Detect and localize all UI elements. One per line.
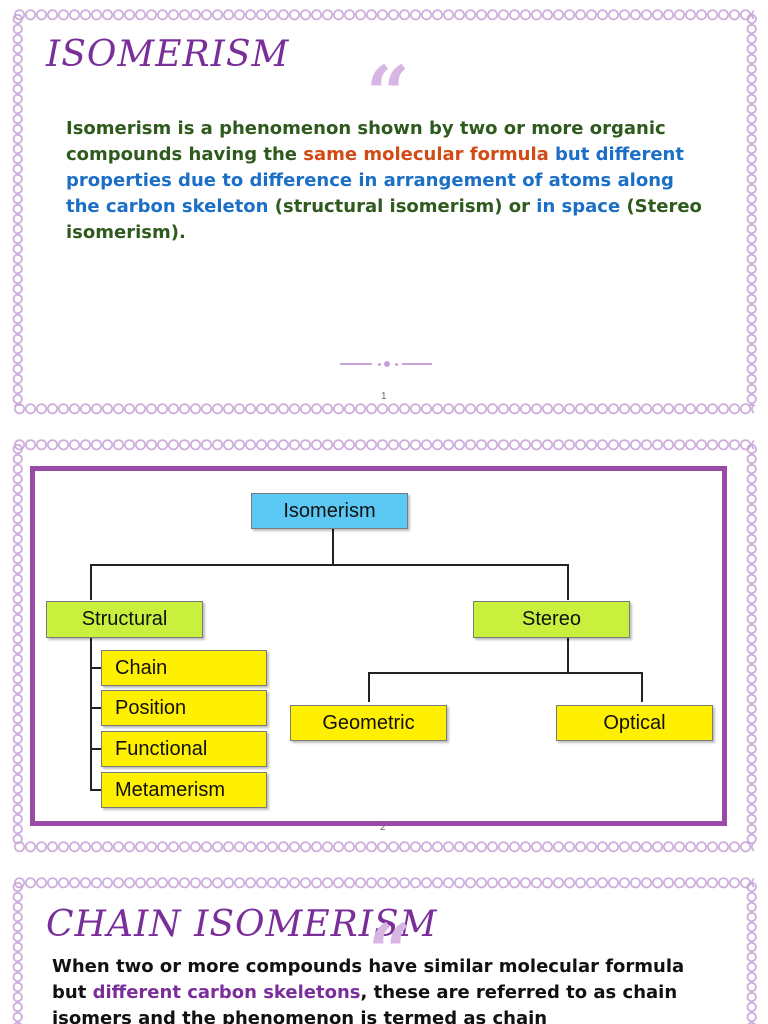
slide-1: ISOMERISM “ Isomerism is a phenomenon sh…	[0, 0, 768, 420]
curly-border-right	[744, 882, 758, 1024]
definition-text: Isomerism is a phenomenon shown by two o…	[66, 118, 666, 165]
connector	[90, 637, 92, 790]
node-stereo: Stereo	[473, 601, 630, 638]
connector	[90, 707, 102, 709]
node-position: Position	[101, 690, 267, 726]
definition-paragraph: Isomerism is a phenomenon shown by two o…	[66, 116, 706, 246]
highlight-different-properties: but different properties due to differen…	[66, 144, 684, 217]
slide-title: CHAIN ISOMERISM	[46, 904, 438, 945]
slide-3: CHAIN ISOMERISM “ When two or more compo…	[0, 868, 768, 1024]
curly-border-left	[10, 444, 24, 844]
definition-text: (Stereo isomerism).	[66, 196, 702, 243]
connector	[368, 672, 370, 702]
node-geometric: Geometric	[290, 705, 447, 741]
highlight-same-formula: same molecular formula	[303, 144, 549, 165]
paragraph-text: When two or more compounds have similar …	[52, 956, 685, 1003]
slide-gap	[0, 420, 768, 430]
slide-title: ISOMERISM	[46, 34, 290, 75]
curly-border-bottom	[14, 838, 754, 854]
node-structural: Structural	[46, 601, 203, 638]
connector	[90, 667, 102, 669]
chain-isomerism-paragraph: When two or more compounds have similar …	[52, 954, 692, 1024]
curly-border-left	[10, 882, 24, 1024]
connector	[90, 564, 92, 600]
node-chain: Chain	[101, 650, 267, 686]
slide-2: Isomerism Structural Stereo Chain Positi…	[0, 430, 768, 858]
node-isomerism: Isomerism	[251, 493, 408, 529]
curly-border-top	[14, 6, 754, 22]
curly-border-bottom	[14, 400, 754, 416]
definition-text: (structural isomerism) or	[268, 196, 537, 217]
node-functional: Functional	[101, 731, 267, 767]
connector	[368, 672, 643, 674]
connector	[567, 564, 569, 600]
highlight-in-space: in space	[536, 196, 621, 217]
curly-border-top	[14, 874, 754, 890]
curly-border-right	[744, 444, 758, 844]
quote-mark-icon: “	[368, 907, 412, 996]
node-optical: Optical	[556, 705, 713, 741]
connector	[90, 748, 102, 750]
connector	[90, 564, 568, 566]
connector	[332, 528, 334, 565]
curly-border-top	[14, 436, 754, 452]
connector	[641, 672, 643, 702]
page-number: 1	[381, 391, 387, 402]
isomerism-tree-diagram: Isomerism Structural Stereo Chain Positi…	[30, 466, 727, 826]
quote-mark-icon: “	[366, 49, 410, 138]
connector	[567, 637, 569, 673]
slide-gap	[0, 858, 768, 868]
paragraph-text: , these are referred to as chain isomers…	[52, 982, 678, 1024]
node-metamerism: Metamerism	[101, 772, 267, 808]
page-number: 2	[380, 822, 386, 833]
curly-border-left	[10, 14, 24, 406]
highlight-different-skeletons: different carbon skeletons	[92, 982, 361, 1003]
curly-border-right	[744, 14, 758, 406]
divider-ornament	[340, 360, 432, 368]
connector	[90, 789, 102, 791]
